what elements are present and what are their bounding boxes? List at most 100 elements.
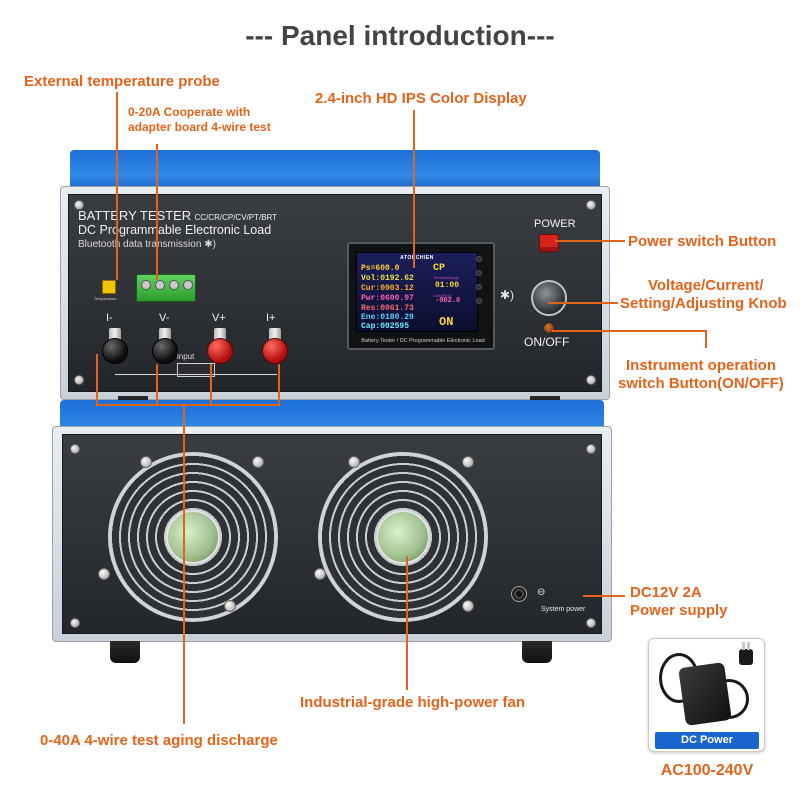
callout-line-temp xyxy=(116,92,118,280)
onoff-button[interactable] xyxy=(543,322,555,334)
callout-line-knob xyxy=(548,302,618,304)
callout-line-onoff xyxy=(552,330,706,332)
terminal-v-plus[interactable] xyxy=(207,338,233,364)
callout-line-aging-v4 xyxy=(278,364,280,406)
fan-screw xyxy=(314,568,326,580)
display-small-1: Timedischarge xyxy=(433,275,460,280)
display-time: 01:00 xyxy=(435,281,460,290)
display-cutoff: -002.0 xyxy=(435,297,461,305)
brand-modes: CC/CR/CP/CV/PT/BRT xyxy=(194,213,278,222)
bluetooth-indicator-icon: ✱) xyxy=(500,288,515,302)
adjusting-knob[interactable] xyxy=(531,280,567,316)
page-title: --- Panel introduction--- xyxy=(245,20,555,51)
callout-dc-2: Power supply xyxy=(630,602,728,619)
callout-line-aging-v2 xyxy=(156,364,158,406)
callout-fan: Industrial-grade high-power fan xyxy=(300,694,526,711)
display-button[interactable] xyxy=(476,256,482,262)
fan-screw xyxy=(462,456,474,468)
display-buttons xyxy=(476,256,484,336)
fan-screw xyxy=(140,456,152,468)
fan-hub xyxy=(166,510,220,564)
dc-power-label: DC Power xyxy=(655,732,759,749)
power-label: POWER xyxy=(534,218,576,230)
callout-knob-1: Voltage/Current/ xyxy=(648,277,764,294)
bluetooth-label: Bluetooth data transmission xyxy=(78,239,202,250)
dc-power-jack[interactable] xyxy=(511,586,527,602)
display-caption: Battery Tester / DC Programmable Electro… xyxy=(361,338,485,344)
display-capacity: Cap:002595 xyxy=(361,322,410,331)
device-foot xyxy=(522,641,552,663)
callout-line-dc xyxy=(583,595,625,597)
brand-name: BATTERY TESTER xyxy=(78,208,192,223)
callout-line-power xyxy=(555,240,625,242)
fan-screw xyxy=(224,600,236,612)
callout-four-wire-2: adapter board 4-wire test xyxy=(128,120,271,134)
terminal-label-v-minus: V- xyxy=(159,312,170,324)
callout-display: 2.4-inch HD IPS Color Display xyxy=(315,90,527,107)
fan-unit xyxy=(52,400,612,663)
cooling-fan-right xyxy=(318,452,488,622)
screw xyxy=(74,200,84,210)
display-bezel: ATORCHIEN Ps=600.0 CP Vol:0192.62 Timedi… xyxy=(347,242,495,350)
callout-power-switch: Power switch Button xyxy=(628,233,777,250)
display-current: Cur:0003.12 xyxy=(361,284,414,293)
display-mode: CP xyxy=(433,263,446,274)
power-adapter-icon xyxy=(678,662,732,726)
callout-line-aging xyxy=(183,406,185,724)
device-foot xyxy=(110,641,140,663)
terminal-slot xyxy=(169,280,179,290)
fan-screw xyxy=(98,568,110,580)
callout-dc-1: DC12V 2A xyxy=(630,584,702,601)
probe-caption: Temperature xyxy=(94,296,117,301)
terminal-label-i-minus: I- xyxy=(106,312,113,324)
onoff-label: ON/OFF xyxy=(524,335,570,349)
screw xyxy=(586,375,596,385)
input-symbol xyxy=(177,363,215,377)
plug-pin xyxy=(742,642,745,650)
screw xyxy=(74,375,84,385)
terminal-i-minus[interactable] xyxy=(102,338,128,364)
display-button[interactable] xyxy=(476,270,482,276)
display-small-2: CutOffVolt xyxy=(433,293,452,298)
fan-screw xyxy=(348,456,360,468)
fan-screw xyxy=(462,600,474,612)
system-power-label: System power xyxy=(541,606,586,613)
callout-line-aging-v3 xyxy=(210,364,212,406)
brand-title: BATTERY TESTER CC/CR/CP/CV/PT/BRT xyxy=(78,208,277,223)
screw xyxy=(586,200,596,210)
callout-four-wire-1: 0-20A Cooperate with xyxy=(128,105,251,119)
terminal-label-i-plus: I+ xyxy=(266,312,276,324)
callout-line-aging-v1 xyxy=(96,354,98,406)
display-voltage: Vol:0192.62 xyxy=(361,274,414,283)
display-state: ON xyxy=(439,315,454,329)
display-button[interactable] xyxy=(476,298,482,304)
fan-hub xyxy=(376,510,430,564)
display-power: Pwr:0600.97 xyxy=(361,294,414,303)
callout-line-fan xyxy=(406,556,408,690)
callout-aging-discharge: 0-40A 4-wire test aging discharge xyxy=(40,732,278,749)
terminal-label-v-plus: V+ xyxy=(212,312,226,324)
dc-jack-icon: ⊖ xyxy=(537,587,546,598)
input-label: input xyxy=(177,352,195,361)
electronic-load-unit: BATTERY TESTER CC/CR/CP/CV/PT/BRT DC Pro… xyxy=(60,150,610,418)
callout-line-aging-h xyxy=(96,404,280,406)
terminal-v-minus[interactable] xyxy=(152,338,178,364)
terminal-i-plus[interactable] xyxy=(262,338,288,364)
plug-icon xyxy=(739,642,753,665)
callout-line-4wire xyxy=(156,144,158,280)
temperature-probe-port[interactable] xyxy=(102,280,116,294)
power-switch[interactable] xyxy=(539,234,559,252)
lcd-display: ATORCHIEN Ps=600.0 CP Vol:0192.62 Timedi… xyxy=(356,252,478,332)
terminal-slot xyxy=(141,280,151,290)
four-wire-terminal-block[interactable] xyxy=(136,274,196,302)
top-cover xyxy=(70,150,600,192)
plug-pin xyxy=(747,642,750,650)
screw xyxy=(586,618,596,628)
display-button[interactable] xyxy=(476,284,482,290)
input-wire xyxy=(115,374,277,375)
callout-line-onoff-v xyxy=(705,330,707,348)
screw xyxy=(70,618,80,628)
fan-screw xyxy=(252,456,264,468)
dc-power-adapter-card: DC Power xyxy=(648,638,765,752)
display-resistance: Res:0061.73 xyxy=(361,304,414,313)
